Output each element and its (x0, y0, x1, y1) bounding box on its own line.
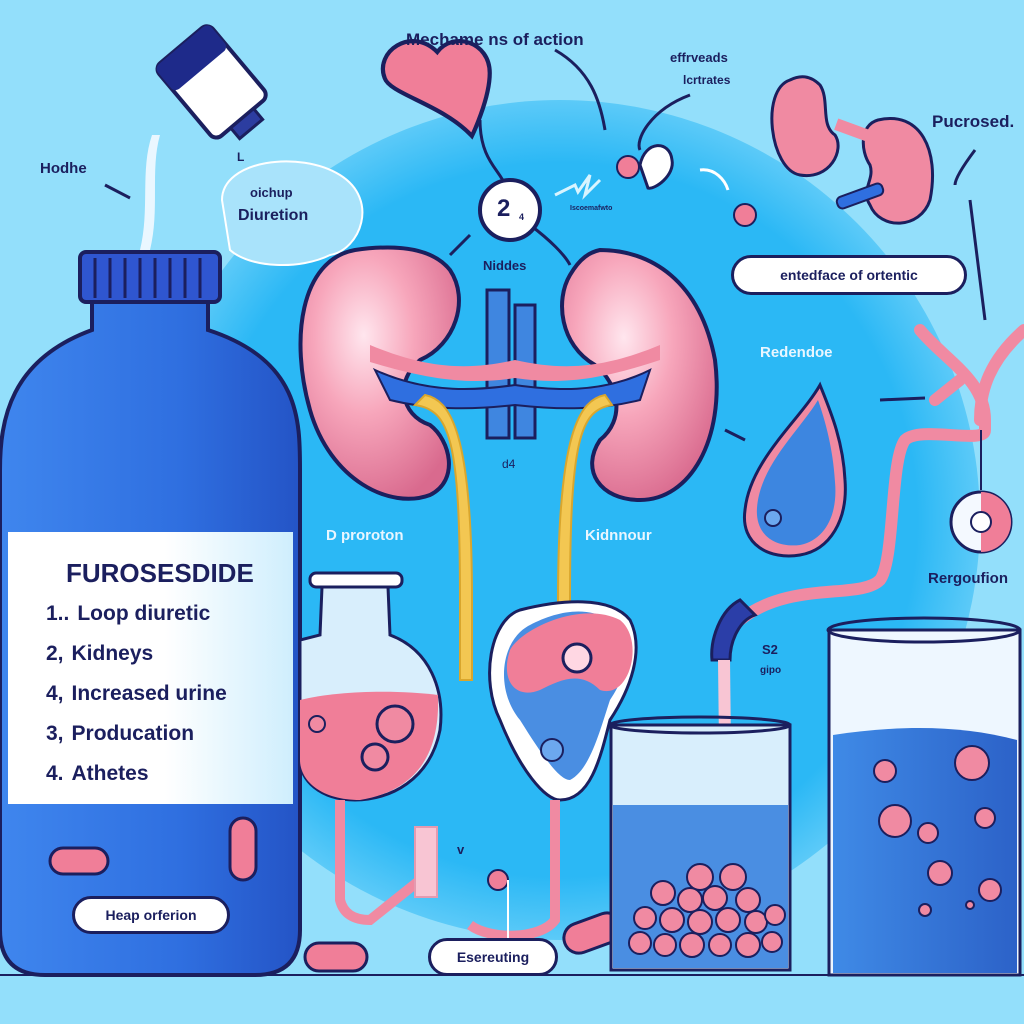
receptor-icon (949, 430, 1013, 554)
list-item: 1..Loop diuretic (46, 602, 211, 625)
effrveads-label: effrveads (670, 50, 728, 65)
small-kidneys-icon (770, 75, 935, 225)
kidneys-icon (298, 245, 719, 681)
kidnnour-label: Kidnnour (585, 527, 652, 544)
list-item: 2,Kidneys (46, 642, 154, 665)
d4-label: d4 (502, 457, 516, 471)
gipo-label: gipo (760, 665, 782, 676)
list-item: 3,Producation (46, 722, 195, 745)
bubble-line2-label: Diuretion (238, 207, 309, 224)
title-label: Mechame ns of action (406, 30, 584, 49)
heap-pill: Heap orferion (72, 896, 230, 934)
squiggle-caption: Iscoemafwto (570, 205, 613, 212)
v-mark: v (457, 842, 465, 857)
bubble-small-label: L (237, 150, 245, 164)
drug-facts-list: 1..Loop diuretic 2,Kidneys 4,Increased u… (46, 594, 227, 794)
bubble-line1-label: oichup (250, 185, 293, 200)
step-circle (478, 178, 542, 242)
heart-icon (380, 39, 492, 140)
hodhe-label: Hodhe (40, 160, 87, 177)
capsule-icon (48, 816, 624, 973)
s2-label: S2 (762, 642, 778, 657)
flask-icon (298, 571, 443, 926)
d-proroton-label: D proroton (326, 527, 404, 544)
lcrtrates-label: lcrtrates (683, 73, 731, 87)
glass-with-pills-icon (608, 715, 792, 972)
step-sub: 4 (519, 212, 525, 222)
drug-name: FUROSESDIDE (66, 558, 254, 588)
step-number: 2 (497, 195, 511, 222)
redendoe-label: Redendoe (760, 344, 833, 361)
regoufion-label: Rergoufion (928, 570, 1008, 587)
bladder-icon (467, 600, 638, 941)
vial-icon (140, 24, 268, 250)
list-item: 4,Increased urine (46, 682, 227, 705)
bottle-label-card: FUROSESDIDE 1..Loop diuretic 2,Kidneys 4… (8, 532, 293, 804)
purosed-label: Pucrosed. (932, 112, 1015, 131)
tall-glass-icon (826, 616, 1022, 977)
esereuting-pill: Esereuting (428, 938, 558, 976)
water-drop-icon (743, 381, 847, 558)
list-item: 4.Athetes (46, 762, 149, 785)
orientic-pill: entedface of ortentic (731, 255, 967, 295)
niddes-label: Niddes (483, 258, 527, 273)
